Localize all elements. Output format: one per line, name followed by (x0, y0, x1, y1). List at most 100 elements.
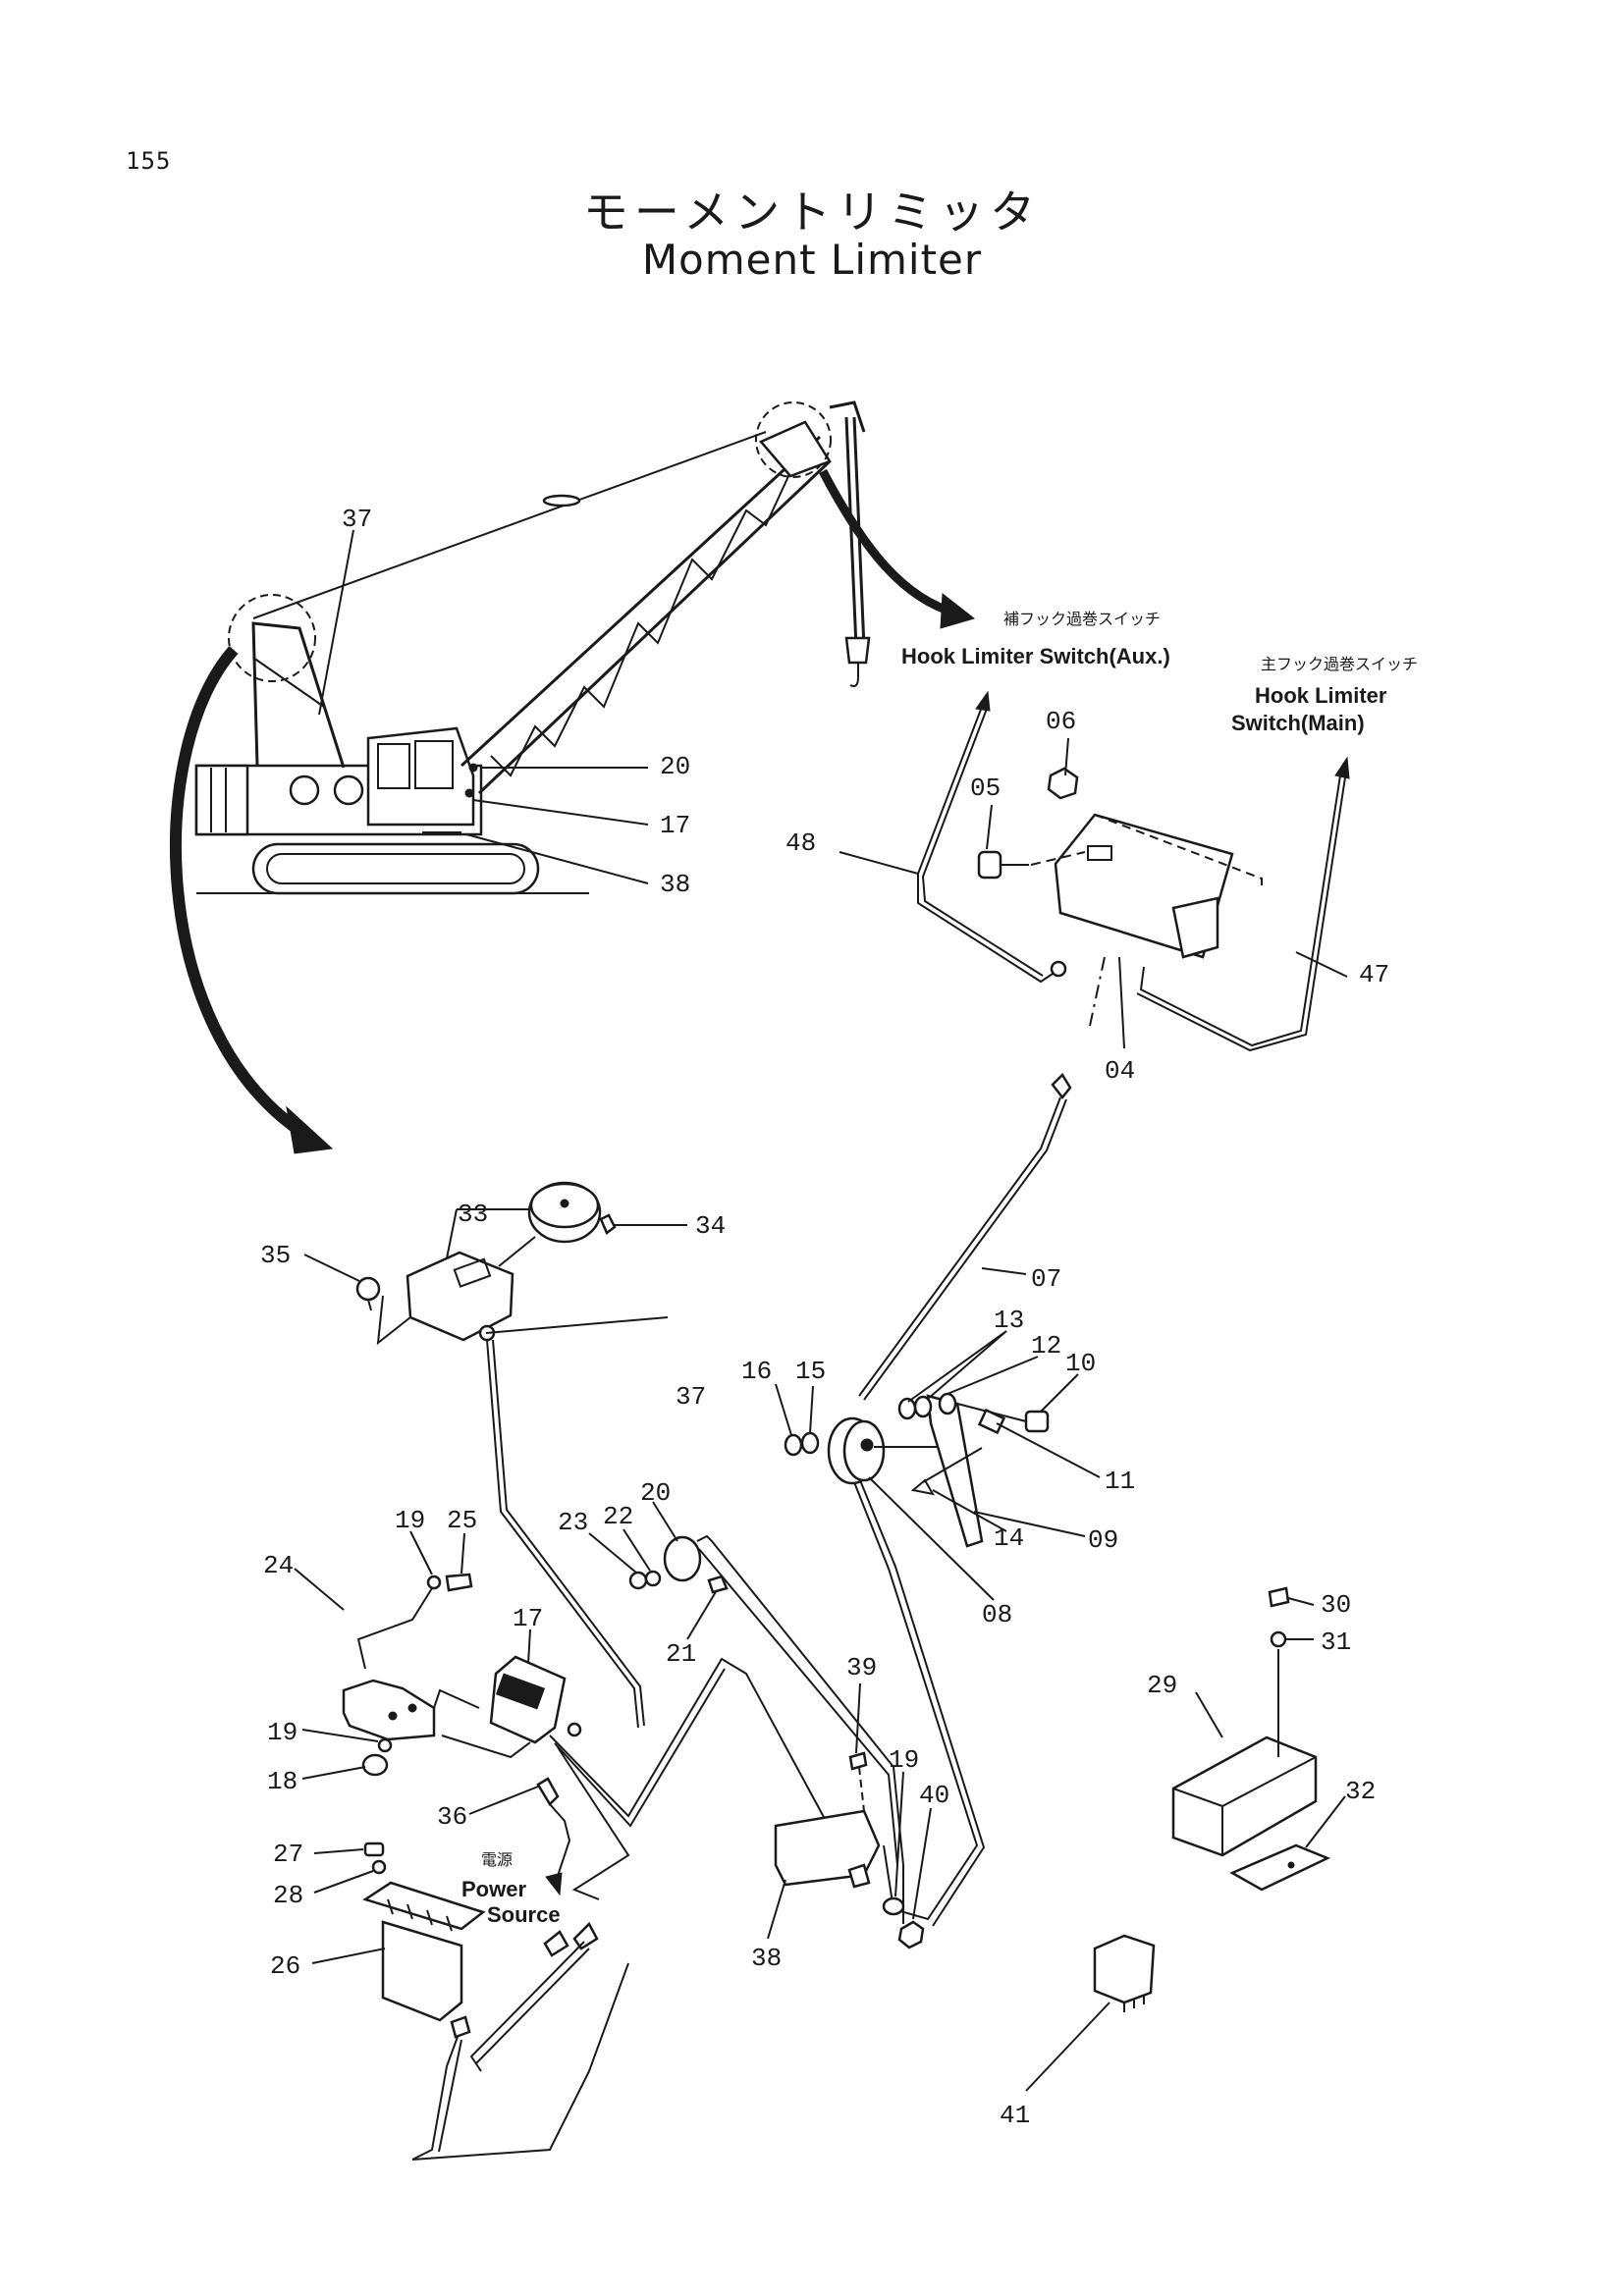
part-number: 30 (1321, 1590, 1351, 1620)
title-japanese: モーメントリミッタ (582, 186, 1042, 239)
relay-41 (1093, 1934, 1156, 2012)
plate-hole (1287, 1861, 1295, 1869)
part-number: 18 (267, 1767, 298, 1796)
leader-36 (468, 1786, 539, 1815)
operator-cab (366, 726, 475, 827)
relay-body-41 (1093, 1934, 1156, 2004)
bracket-24-assembly (342, 1573, 480, 1777)
cable-power-down (469, 1941, 585, 2072)
drum-hub (860, 1438, 874, 1452)
part-number: 40 (919, 1781, 949, 1810)
leader-48 (839, 851, 919, 875)
relay-pins (1123, 1995, 1145, 2012)
washer-22 (644, 1570, 662, 1587)
leader-17b (527, 1629, 531, 1665)
box-slot (1087, 845, 1112, 861)
pin-14-head (910, 1478, 935, 1496)
part-number: 06 (1046, 707, 1076, 736)
part-number: 17 (660, 811, 690, 840)
part-number: 33 (458, 1200, 488, 1229)
terminal-pins (387, 1898, 453, 1932)
control-box-panel (453, 1257, 492, 1288)
part-number: 36 (437, 1802, 467, 1832)
part-number: 19 (889, 1745, 919, 1775)
part-number: 09 (1088, 1525, 1118, 1555)
boom-chord-upper (460, 435, 822, 768)
part-number: 07 (1031, 1264, 1061, 1294)
cable-26-return (411, 1962, 629, 2161)
leader-24-25 (356, 1587, 433, 1670)
cable-power-down-b (475, 1948, 590, 2064)
connector-36b (543, 1930, 569, 1957)
arrow-47 (1334, 756, 1350, 779)
hook-main-label-ja: 主フック過巻スイッチ (1261, 655, 1418, 673)
leader-10 (1040, 1373, 1079, 1413)
part-number: 21 (666, 1639, 696, 1669)
page-number: 155 (126, 147, 172, 175)
winch-drum (289, 774, 320, 806)
cable-26-down (411, 2036, 459, 2161)
power-source-harness (469, 1777, 599, 2072)
marker-17 (464, 788, 474, 798)
part-number: 04 (1105, 1056, 1135, 1086)
part-number: 38 (751, 1944, 782, 1973)
part-number: 19 (267, 1718, 298, 1747)
unit-17-plug (567, 1722, 582, 1737)
gantry-brace (252, 657, 325, 708)
control-unit-29-assembly (1171, 1586, 1331, 1892)
part-number: 20 (640, 1478, 671, 1508)
part-number: 23 (558, 1508, 588, 1537)
leader-35 (303, 1254, 360, 1282)
leader-47 (1295, 951, 1348, 978)
leader-29 (1195, 1691, 1223, 1738)
control-box-33 (406, 1251, 514, 1342)
screw-35 (355, 1276, 381, 1302)
power-label-en-1: Power (461, 1877, 526, 1901)
detail-arrowhead-left (286, 1105, 334, 1154)
part-number: 35 (260, 1241, 291, 1270)
part-number: 31 (1321, 1628, 1351, 1657)
part-number: 48 (785, 828, 816, 858)
boom-lattice (490, 460, 796, 777)
leader-37a (318, 529, 354, 716)
hook-limiter-assembly (858, 690, 1350, 1401)
part-number: 20 (660, 752, 690, 781)
leader-39 (855, 1682, 861, 1754)
part-number: 11 (1105, 1467, 1135, 1496)
leader-17a (472, 799, 649, 826)
bracket-38-assembly (774, 1751, 925, 1949)
hook-line-main (844, 416, 858, 649)
part-number: 28 (273, 1881, 303, 1910)
leader-40 (912, 1807, 932, 1920)
leader-12 (947, 1356, 1039, 1395)
detail-arrowhead-right (940, 593, 976, 629)
leader-24-17 (433, 1688, 480, 1709)
leader-28 (313, 1870, 374, 1894)
control-unit-edges (1172, 1756, 1317, 1855)
part-number: 14 (994, 1523, 1024, 1553)
power-label-ja: 電源 (481, 1850, 513, 1869)
bolt-10 (1024, 1410, 1050, 1433)
part-number: 27 (273, 1840, 303, 1869)
screw-30 (1268, 1586, 1290, 1608)
plug-07 (1051, 1072, 1072, 1100)
leader-30 (1287, 1597, 1315, 1606)
screw-34 (599, 1213, 617, 1235)
pendant-link (542, 494, 581, 507)
leader-20b (652, 1501, 678, 1542)
part-number: 32 (1345, 1777, 1376, 1806)
buzzer-center (560, 1199, 569, 1208)
crawler-track (251, 842, 540, 895)
hook-block (844, 636, 871, 665)
cable-47 (1139, 774, 1341, 1047)
cable-20-b (698, 1548, 898, 1866)
bolt-25 (445, 1573, 473, 1592)
crawler-inner (266, 853, 525, 884)
cable-26-down-b (438, 2039, 462, 2153)
arrow-48 (975, 690, 991, 712)
arrow-power (545, 1872, 563, 1896)
leader-25 (460, 1532, 465, 1575)
connector-36c (572, 1921, 599, 1950)
leader-06 (1064, 737, 1069, 776)
terminal-box-26 (381, 1920, 463, 2022)
